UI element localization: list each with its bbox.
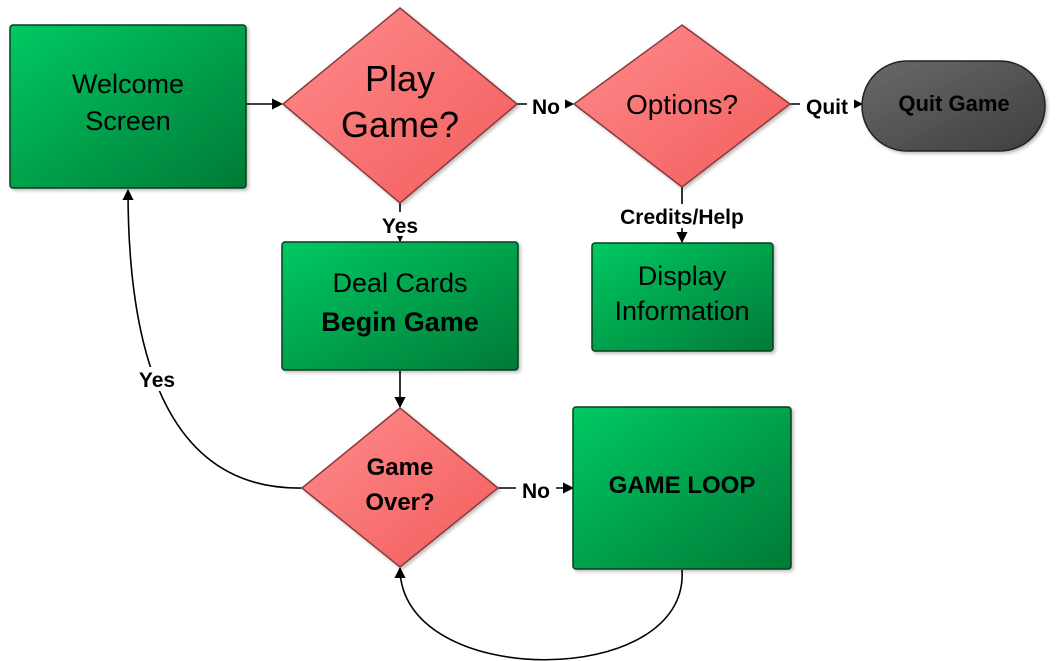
display-line2: Information xyxy=(614,296,749,326)
welcome-line2: Screen xyxy=(85,106,171,136)
node-game-over: Game Over? xyxy=(300,407,500,568)
gameover-line2: Over? xyxy=(365,489,434,516)
deal-box xyxy=(281,241,519,371)
deal-line1: Deal Cards xyxy=(332,268,467,298)
edge-loop-to-gameover xyxy=(394,566,683,661)
node-game-loop: GAME LOOP xyxy=(572,406,792,570)
node-quit-game: Quit Game xyxy=(861,60,1046,152)
play-line2: Game? xyxy=(341,104,459,145)
edge-label-gameover-no: No xyxy=(522,480,550,503)
node-options: Options? xyxy=(572,24,792,188)
welcome-box xyxy=(9,24,247,189)
play-diamond xyxy=(281,7,519,204)
edge-label-bg xyxy=(527,93,565,117)
gameover-line1: Game xyxy=(367,454,434,481)
deal-line2: Begin Game xyxy=(321,307,479,337)
options-diamond xyxy=(572,24,792,188)
node-welcome-screen: Welcome Screen xyxy=(9,24,247,189)
edge-label-bg xyxy=(134,367,180,391)
gameover-diamond xyxy=(300,407,500,568)
display-box xyxy=(591,242,774,352)
edge-label-options-credits: Credits/Help xyxy=(620,206,744,229)
edge-gameover-to-welcome xyxy=(122,188,303,489)
play-line1: Play xyxy=(365,58,435,99)
node-play-game: Play Game? xyxy=(281,7,519,204)
edge-label-bg xyxy=(800,93,854,117)
display-line1: Display xyxy=(638,261,727,291)
edge-label-options-quit: Quit xyxy=(806,96,848,119)
node-display-information: Display Information xyxy=(591,242,774,352)
edge-label-play-no: No xyxy=(532,96,560,119)
quit-pill xyxy=(861,60,1046,152)
edges: No Quit Yes Credits/Help Yes No xyxy=(122,93,864,661)
edge-label-gameover-yes: Yes xyxy=(139,369,175,392)
options-label: Options? xyxy=(626,89,738,120)
edge-label-bg xyxy=(608,204,756,228)
node-deal-cards: Deal Cards Begin Game xyxy=(281,241,519,371)
edge-label-bg xyxy=(516,477,556,501)
gameloop-label: GAME LOOP xyxy=(609,472,756,499)
edge-label-bg xyxy=(378,212,422,236)
edge-label-play-yes: Yes xyxy=(382,215,418,238)
welcome-line1: Welcome xyxy=(72,69,184,99)
gameloop-box xyxy=(572,406,792,570)
quit-label: Quit Game xyxy=(898,91,1009,116)
